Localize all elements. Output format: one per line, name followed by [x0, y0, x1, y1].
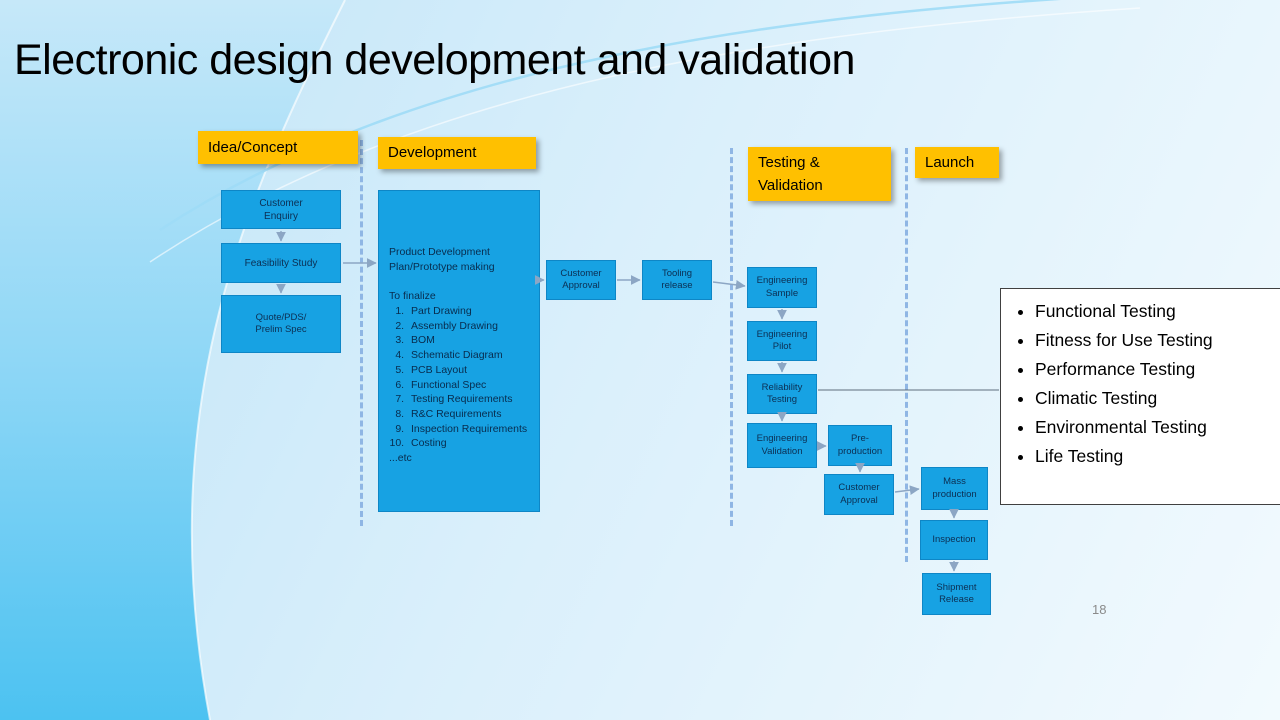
dev-box-list: Part Drawing Assembly Drawing BOM Schema… — [389, 304, 533, 451]
node-customer-approval-1: Customer Approval — [546, 260, 616, 300]
dev-box-intro: Product Development Plan/Prototype makin… — [389, 246, 495, 273]
node-shipment-release: Shipment Release — [922, 573, 991, 615]
phase-separator-3 — [905, 148, 908, 562]
node-inspection: Inspection — [920, 520, 988, 560]
node-reliability-testing: Reliability Testing — [747, 374, 817, 414]
phase-label-launch: Launch — [915, 147, 999, 178]
node-product-development-plan: Product Development Plan/Prototype makin… — [378, 190, 540, 512]
phase-label-testing-validation: Testing & Validation — [748, 147, 891, 201]
testing-type-item: Fitness for Use Testing — [1035, 326, 1276, 355]
node-tooling-release: Tooling release — [642, 260, 712, 300]
dev-box-etc: ...etc — [389, 451, 412, 464]
node-engineering-validation: Engineering Validation — [747, 423, 817, 468]
testing-type-item: Climatic Testing — [1035, 384, 1276, 413]
testing-types-list: Functional Testing Fitness for Use Testi… — [1013, 297, 1276, 471]
dev-list-item: Costing — [407, 436, 533, 451]
swoosh-edge-line — [190, 0, 346, 720]
phase-separator-1 — [360, 140, 363, 526]
page-number: 18 — [1092, 602, 1107, 617]
page-title: Electronic design development and valida… — [14, 36, 855, 84]
phase-separator-2 — [730, 148, 733, 526]
dev-list-item: R&C Requirements — [407, 407, 533, 422]
testing-type-item: Performance Testing — [1035, 355, 1276, 384]
node-feasibility-study: Feasibility Study — [221, 243, 341, 283]
testing-type-item: Life Testing — [1035, 442, 1276, 471]
node-engineering-pilot: Engineering Pilot — [747, 321, 817, 361]
node-customer-enquiry: Customer Enquiry — [221, 190, 341, 229]
dev-list-item: PCB Layout — [407, 363, 533, 378]
dev-list-item: Testing Requirements — [407, 392, 533, 407]
node-pre-production: Pre- production — [828, 425, 892, 466]
swoosh-shape — [0, 0, 345, 720]
dev-list-item: Assembly Drawing — [407, 319, 533, 334]
node-quote-pds-prelim-spec: Quote/PDS/ Prelim Spec — [221, 295, 341, 353]
dev-list-item: Inspection Requirements — [407, 422, 533, 437]
dev-list-item: Part Drawing — [407, 304, 533, 319]
phase-label-development: Development — [378, 137, 536, 169]
node-customer-approval-2: Customer Approval — [824, 474, 894, 515]
dev-list-item: Schematic Diagram — [407, 348, 533, 363]
testing-type-item: Functional Testing — [1035, 297, 1276, 326]
dev-list-item: BOM — [407, 333, 533, 348]
node-engineering-sample: Engineering Sample — [747, 267, 817, 308]
testing-type-item: Environmental Testing — [1035, 413, 1276, 442]
dev-box-finalize-heading: To finalize — [389, 290, 436, 303]
node-mass-production: Mass production — [921, 467, 988, 510]
dev-list-item: Functional Spec — [407, 378, 533, 393]
testing-types-panel: Functional Testing Fitness for Use Testi… — [1000, 288, 1280, 505]
connector-tooling-to-sample — [712, 280, 746, 290]
phase-label-idea-concept: Idea/Concept — [198, 131, 358, 164]
